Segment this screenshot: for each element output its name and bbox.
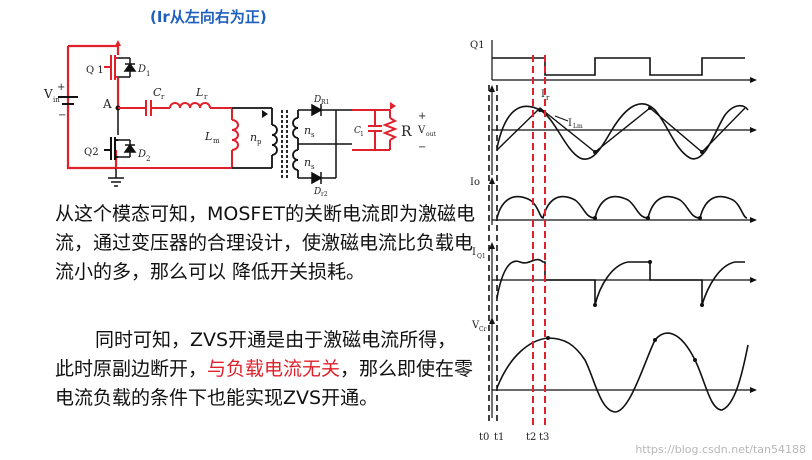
ilm-sub: Lm [573, 123, 583, 130]
r-label: R [401, 124, 412, 140]
dr1-sub: R1 [321, 99, 329, 106]
np-label: n [250, 131, 257, 144]
watermark: https://blog.csdn.net/tan54188 [635, 443, 806, 456]
paragraph-2-highlight: 与负载电流无关 [207, 358, 341, 380]
vin-label: V [43, 87, 53, 101]
transformer [232, 107, 299, 180]
ns1-label: n [304, 124, 311, 137]
vcr-dots [546, 336, 697, 362]
q2-label: Q2 [84, 147, 99, 158]
q1-gate-wave [492, 57, 745, 76]
lr-label: L [195, 86, 203, 99]
dr2-sub: r2 [321, 191, 328, 198]
lr-sub: r [204, 93, 208, 101]
q2-mosfet [104, 137, 118, 160]
paragraph-2: 同时可知，ZVS开通是由于激磁电流所得，此时原副边断开，与负载电流无关，那么即使… [55, 326, 475, 413]
vcr-sub: Cr [479, 326, 487, 333]
battery-symbol [58, 96, 78, 105]
cr-sub: r [161, 93, 165, 101]
d1-sub: 1 [146, 70, 150, 78]
io-dots [593, 216, 702, 220]
lm-sub: m [213, 137, 220, 145]
ir-wave [496, 103, 749, 160]
resonant-tank [116, 100, 239, 169]
ns2-label: n [304, 156, 311, 169]
vin-sub: in [53, 96, 60, 104]
paragraph-1: 从这个模态可知，MOSFET的关断电流即为激磁电流，通过变压器的合理设计，使激磁… [55, 203, 475, 283]
current-arrow-icon [390, 102, 396, 110]
vin-plus: + [57, 82, 65, 93]
q1-label: Q 1 [86, 65, 104, 76]
ilm-label: I [568, 118, 572, 129]
t2-label: t2 [526, 432, 536, 443]
c1-label: C [354, 126, 361, 136]
dr2-label: D [313, 187, 321, 197]
current-arrow-icon [262, 110, 268, 118]
ir-dots [538, 106, 704, 154]
t3-label: t3 [539, 432, 549, 443]
vout-plus: + [418, 111, 426, 122]
iq1-sub: Q1 [477, 253, 486, 260]
d1-diode [118, 57, 137, 78]
ground-icon [108, 168, 124, 187]
iq1-wave [496, 258, 745, 306]
dr1-label: D [313, 95, 321, 105]
ilm-pointer [554, 115, 569, 122]
vout-sub: out [426, 131, 436, 138]
node-a-label: A [102, 97, 112, 111]
ns1-sub: s [311, 131, 315, 139]
d2-diode [118, 139, 137, 158]
vcr-wave [496, 332, 749, 413]
np-sub: p [257, 138, 262, 146]
ir-label: I [541, 89, 545, 100]
caption: (Ir从左向右为正) [150, 8, 267, 26]
t0-t1-markers [488, 85, 498, 425]
t1-label: t1 [494, 432, 504, 443]
io-label: Io [470, 177, 480, 188]
io-wave [496, 195, 748, 219]
d1-label: D [137, 64, 146, 75]
c1-sub: 1 [360, 131, 364, 138]
iq1-label: I [472, 247, 476, 258]
ns2-sub: s [311, 163, 315, 171]
output-stage [352, 109, 398, 151]
t0-label: t0 [479, 432, 489, 443]
d2-label: D [137, 149, 146, 160]
ir-sub: r [546, 94, 550, 102]
q1-mosfet [104, 55, 118, 80]
paragraph-2-text-a: 同时可知，ZVS开通是由于激磁电流所得，此时原副边断开， [55, 329, 457, 380]
vin-minus: − [58, 110, 66, 121]
q1-wave-label: Q1 [470, 40, 485, 51]
vout-minus: − [418, 142, 426, 153]
cr-label: C [153, 86, 162, 99]
t2-t3-markers [532, 55, 546, 425]
d2-sub: 2 [146, 155, 150, 163]
vout-label: V [417, 125, 426, 136]
waveform-axes [491, 40, 750, 418]
vcr-label: V [471, 320, 480, 331]
paragraph-2-text-b: ，那么即使在零电流负载的条件下也能实现ZVS开通。 [55, 358, 474, 409]
iq1-dots [593, 260, 704, 307]
axis-arrows [489, 77, 757, 393]
current-arrow-icon [115, 40, 121, 46]
lm-label: L [204, 130, 212, 143]
